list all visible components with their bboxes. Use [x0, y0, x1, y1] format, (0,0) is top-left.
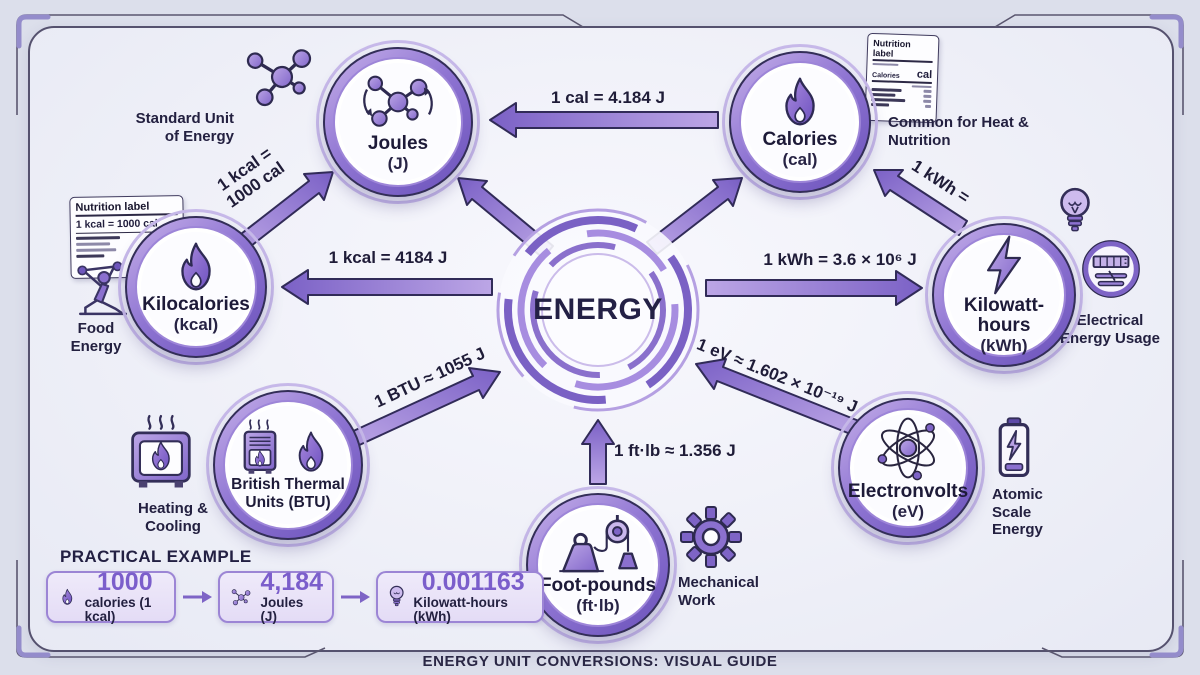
node-kilocalories: Kilocalories (kcal)	[118, 209, 274, 365]
weightlifter-icon	[77, 261, 128, 316]
label-kcal-to-j: 1 kcal = 4184 J	[328, 248, 448, 267]
hub-label: ENERGY	[533, 293, 663, 326]
node-kwh: Kilowatt-hours (kWh)	[925, 216, 1083, 374]
node-joules: Joules (J)	[316, 40, 480, 204]
molecule-icon	[229, 586, 253, 609]
bottom-title: ENERGY UNIT CONVERSIONS: VISUAL GUIDE	[422, 653, 778, 670]
hub-rings	[496, 208, 700, 412]
node-name: Foot-pounds	[539, 575, 657, 597]
calories-annotation: Common for Heat & Nutrition	[888, 114, 1029, 149]
atom-icon	[877, 417, 936, 481]
flame-icon	[165, 240, 227, 294]
example-card-calories: 1000 calories (1 kcal)	[46, 568, 176, 624]
lightning-bolt-icon	[987, 235, 1021, 295]
label-kwh-to-j: 1 kWh = 3.6 × 10⁶ J	[763, 250, 917, 269]
node-name: British Thermal Units (BTU)	[231, 476, 345, 511]
electric-meter-icon	[1082, 240, 1140, 298]
node-name: Joules	[367, 133, 429, 155]
node-calories: Calories (cal)	[722, 44, 878, 200]
molecule-deco-icon	[236, 36, 329, 117]
node-ev: Electronvolts (eV)	[831, 391, 985, 545]
example-arrow-icon	[341, 591, 370, 603]
example-value: 4,184	[260, 568, 323, 597]
molecule-icon	[363, 71, 433, 133]
flame-icon	[769, 75, 831, 129]
corner-bracket-top-left	[16, 14, 51, 49]
gear-icon	[680, 506, 742, 568]
example-arrow-icon	[183, 591, 212, 603]
flame-icon	[57, 585, 78, 609]
corner-bracket-top-right	[1149, 14, 1184, 49]
weight-and-pulley-icon	[559, 515, 638, 573]
nutrition-card-title: Nutrition label	[872, 37, 934, 64]
example-card-kwh: 0.001163 Kilowatt-hours (kWh)	[376, 568, 544, 624]
node-name: Electronvolts	[847, 481, 969, 503]
arrow-hub-to-kilocalories	[281, 269, 493, 305]
node-symbol: (J)	[387, 154, 409, 174]
label-ftlb-to-j: 1 ft·lb ≈ 1.356 J	[614, 441, 736, 460]
nutrition-card-unit: cal	[916, 68, 933, 82]
example-unit: Joules (J)	[260, 594, 304, 624]
practical-example-row: 1000 calories (1 kcal) 4,184 Joules (J)	[46, 568, 544, 624]
node-btu: British Thermal Units (BTU)	[206, 383, 370, 547]
battery-icon	[998, 417, 1030, 478]
node-symbol: (kcal)	[173, 315, 219, 335]
node-symbol: (kWh)	[980, 336, 1028, 356]
ftlb-annotation: Mechanical Work	[678, 574, 759, 609]
corner-bracket-bottom-left	[16, 625, 51, 658]
kilocalories-annotation: Food Energy	[70, 320, 122, 355]
furnace-icon	[131, 414, 191, 488]
lightbulb-icon	[389, 585, 404, 606]
arrow-ev-to-hub	[695, 358, 860, 436]
flame-icon	[285, 429, 337, 475]
node-name: Kilowatt-hours	[963, 295, 1045, 337]
arrow-hub-to-kwh	[705, 270, 923, 306]
arrow-ftlb-to-hub	[581, 419, 615, 485]
heater-icon	[243, 419, 277, 474]
ev-annotation: Atomic Scale Energy	[992, 486, 1043, 539]
node-symbol: (ft·lb)	[576, 596, 620, 616]
practical-example-heading: PRACTICAL EXAMPLE	[60, 547, 252, 566]
example-value: 0.001163	[421, 568, 525, 597]
example-card-joules: 4,184 Joules (J)	[218, 568, 334, 624]
node-symbol: (eV)	[891, 502, 925, 522]
node-name: Kilocalories	[142, 294, 250, 316]
kwh-annotation: Electrical Energy Usage	[1059, 312, 1161, 347]
node-name: Calories	[762, 129, 838, 151]
joules-annotation: Standard Unit of Energy	[135, 110, 234, 145]
btu-annotation: Heating & Cooling	[137, 500, 208, 535]
node-symbol: (cal)	[782, 150, 818, 170]
energy-hub: ENERGY	[493, 205, 703, 415]
example-unit: Kilowatt-hours (kWh)	[413, 594, 508, 624]
example-value: 1000	[97, 568, 153, 597]
arrow-calories-to-joules	[489, 102, 719, 138]
label-cal-to-j: 1 cal = 4.184 J	[551, 88, 665, 107]
corner-bracket-bottom-right	[1149, 625, 1184, 658]
arrow-kwh-to-calories	[873, 169, 968, 236]
node-ftlb: Foot-pounds (ft·lb)	[519, 486, 677, 644]
arrow-btu-to-hub	[348, 367, 501, 448]
example-unit: calories (1 kcal)	[84, 594, 152, 624]
nutrition-card-row: Calories	[871, 71, 900, 80]
lightbulb-icon	[1060, 187, 1090, 232]
